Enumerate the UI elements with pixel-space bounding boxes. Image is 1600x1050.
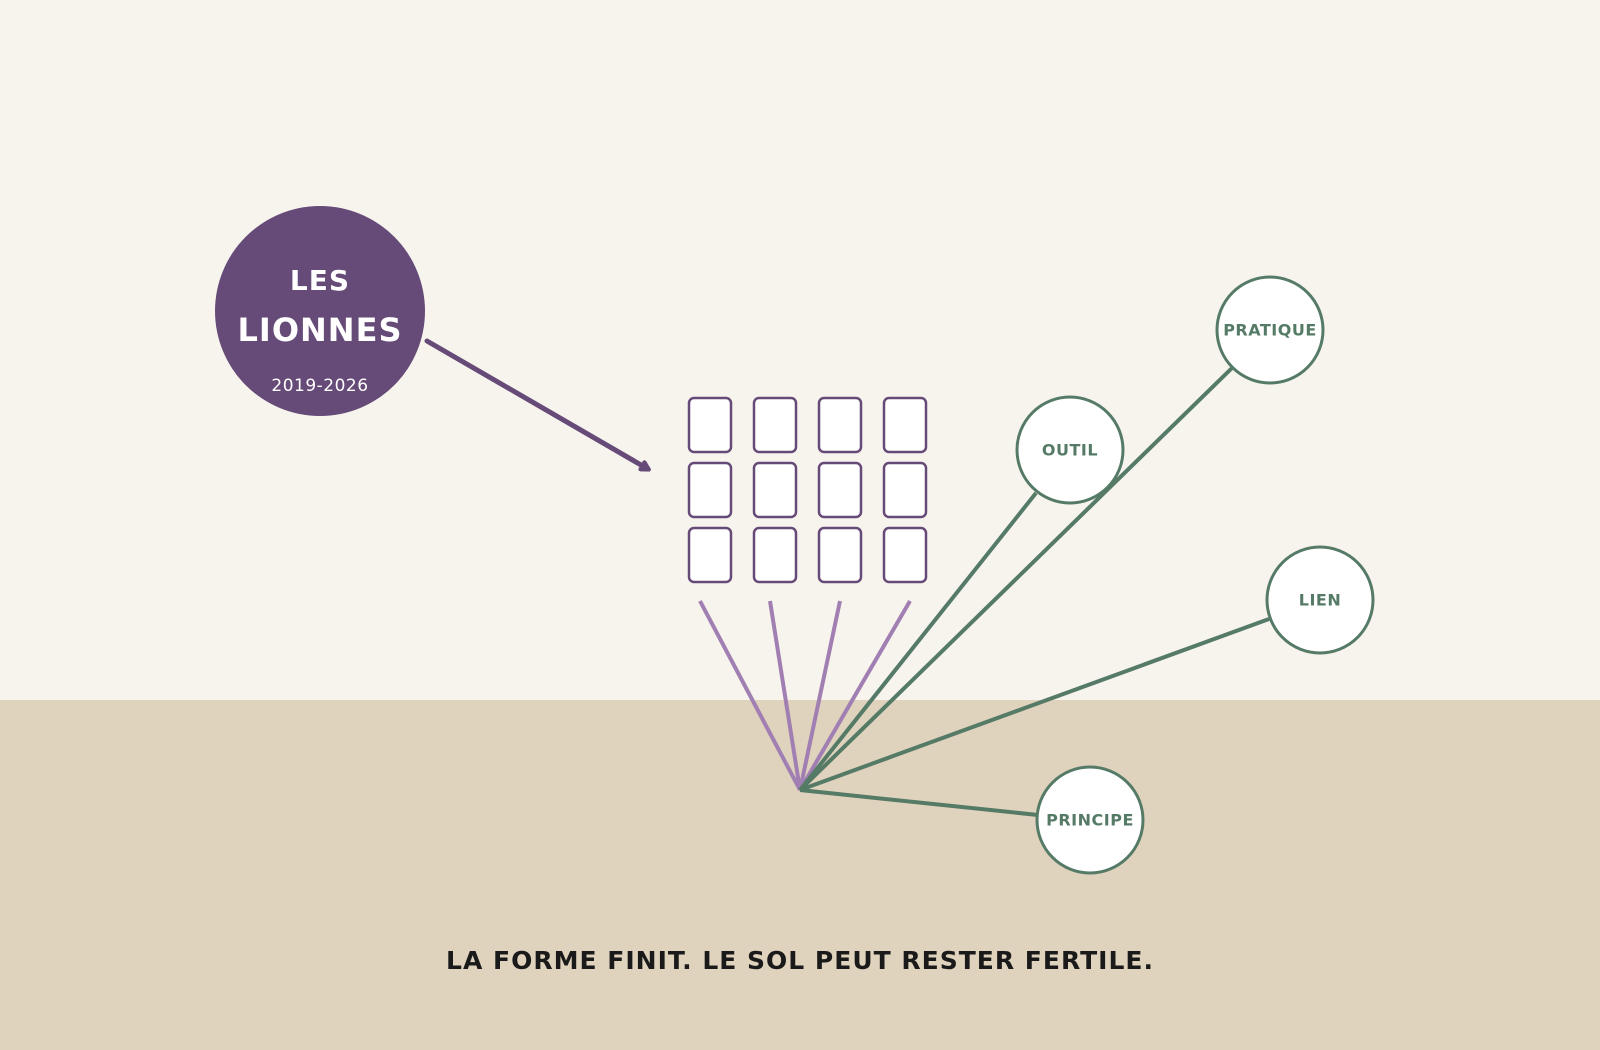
- connector-outil: [798, 491, 1038, 792]
- purple-root-line: [768, 600, 802, 791]
- grid-card: [687, 461, 733, 519]
- node-principe-label: PRINCIPE: [1046, 811, 1134, 830]
- grid-card: [817, 526, 863, 584]
- node-lien-label: LIEN: [1299, 591, 1341, 610]
- connector-pratique: [798, 366, 1234, 792]
- node-pratique-label: PRATIQUE: [1223, 321, 1317, 340]
- connector-lien: [799, 617, 1270, 792]
- grid-card: [752, 396, 798, 454]
- grid-card: [882, 396, 928, 454]
- badge-years: 2019-2026: [271, 376, 368, 396]
- grid-card: [882, 526, 928, 584]
- grid-card: [687, 396, 733, 454]
- grid-card: [752, 526, 798, 584]
- grid-card: [817, 396, 863, 454]
- node-lien: LIEN: [1265, 545, 1375, 655]
- caption: LA FORME FINIT. LE SOL PEUT RESTER FERTI…: [446, 946, 1154, 975]
- node-pratique-circle: [1215, 275, 1325, 385]
- node-outil-circle: [1015, 395, 1125, 505]
- lionnes-badge: LES LIONNES 2019-2026: [215, 206, 425, 416]
- purple-root-line: [698, 600, 802, 791]
- purple-root-line: [798, 600, 842, 791]
- badge-line2: LIONNES: [238, 311, 403, 349]
- badge-circle: [215, 206, 425, 416]
- badge-arrow: [424, 338, 648, 469]
- node-pratique: PRATIQUE: [1215, 275, 1325, 385]
- card-grid: [687, 396, 928, 584]
- green-connectors: [798, 366, 1270, 817]
- node-outil-label: OUTIL: [1042, 441, 1098, 460]
- badge-line1: LES: [290, 264, 350, 297]
- soil-background: [0, 700, 1600, 1050]
- node-outil: OUTIL: [1015, 395, 1125, 505]
- grid-card: [687, 526, 733, 584]
- grid-card: [817, 461, 863, 519]
- connector-principe: [799, 788, 1039, 817]
- purple-roots: [698, 599, 912, 792]
- node-lien-circle: [1265, 545, 1375, 655]
- purple-root-line: [798, 599, 912, 792]
- grid-card: [752, 461, 798, 519]
- node-principe-circle: [1035, 765, 1145, 875]
- grid-card: [882, 461, 928, 519]
- node-principe: PRINCIPE: [1035, 765, 1145, 875]
